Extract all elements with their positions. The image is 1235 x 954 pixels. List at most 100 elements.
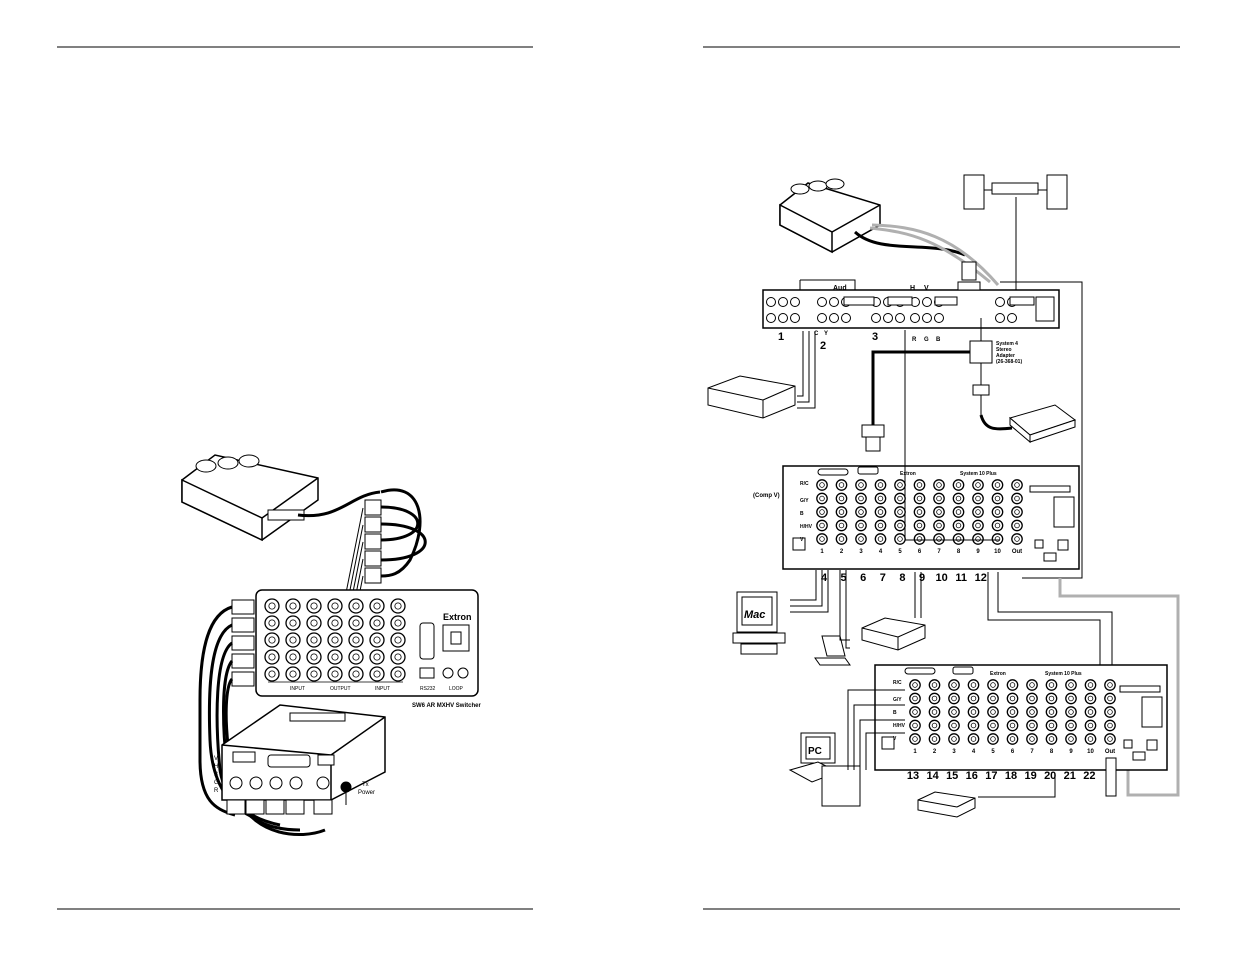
- switcher-bnc-grid: [264, 598, 406, 682]
- bnc-pin: [858, 522, 864, 529]
- interface-box: [221, 704, 386, 801]
- switcher2-brand: Extron: [990, 671, 1006, 677]
- bnc-pin: [310, 636, 318, 644]
- bnc-pin: [838, 536, 845, 542]
- mac-computer-icon: Mac: [732, 591, 786, 655]
- switcher1-col-label-0: 1: [820, 549, 824, 555]
- switcher-brand: Extron: [443, 612, 472, 622]
- bnc-pin: [912, 722, 918, 729]
- switcher2-col-label-3: 4: [972, 749, 976, 755]
- bnc-pin: [916, 522, 923, 529]
- switcher1-col-label-1: 2: [840, 549, 844, 555]
- bnc-pin: [289, 653, 297, 661]
- panel-loop-label: LOOP: [449, 686, 464, 692]
- input-number-7: 20: [1044, 770, 1056, 782]
- bnc-pin: [373, 636, 381, 644]
- bnc-pin: [912, 736, 918, 742]
- media-player-icon: [861, 617, 926, 651]
- switcher2-model: System 10 Plus: [1045, 671, 1082, 677]
- input-number-6: 10: [935, 572, 947, 584]
- port-connector: [766, 297, 776, 307]
- bnc-pin: [916, 482, 923, 488]
- vcr-icon: [707, 375, 796, 419]
- bnc-pin: [951, 695, 957, 702]
- bnc-pin: [289, 602, 297, 610]
- switcher2-col-label-9: 10: [1087, 749, 1094, 755]
- bnc-pin: [936, 482, 942, 488]
- panel-block: [934, 296, 958, 306]
- input-number-8: 21: [1064, 770, 1076, 782]
- bnc-pin: [331, 653, 339, 661]
- switcher2-col-label-2: 3: [952, 749, 956, 755]
- panel-rs232-label: RS232: [420, 686, 436, 692]
- system10-switcher-2: Extron System 10 Plus: [874, 664, 1168, 771]
- bnc-pin: [897, 522, 903, 529]
- port-connector: [922, 313, 932, 323]
- system10-switcher-1: Extron System 10 Plus: [782, 465, 1080, 570]
- bnc-pin: [352, 602, 360, 610]
- bnc-pin: [951, 709, 957, 715]
- bnc-pin: [1014, 522, 1020, 529]
- input-bnc-column: [231, 599, 255, 687]
- input-number-2: 2: [820, 340, 826, 352]
- switcher1-col-label-4: 5: [898, 549, 902, 555]
- port-connector: [934, 313, 944, 323]
- bnc-pin: [858, 509, 864, 515]
- bnc-pin: [1068, 709, 1074, 715]
- bnc-pin: [1068, 736, 1074, 742]
- bnc-pin: [1014, 495, 1020, 502]
- switcher-caption: SW6 AR MXHV Switcher: [412, 703, 481, 709]
- input-number-2: 15: [946, 770, 958, 782]
- port-connector: [790, 313, 800, 323]
- input-number-2: 6: [860, 572, 866, 584]
- bnc-pin: [331, 602, 339, 610]
- bnc-pin: [931, 722, 938, 729]
- bnc-pin: [1009, 722, 1016, 729]
- bnc-pin: [1087, 722, 1094, 729]
- input-number-1: 1: [778, 331, 784, 343]
- port-connector: [817, 297, 827, 307]
- disc-player-icon: [917, 791, 976, 818]
- bnc-pin: [970, 682, 977, 688]
- bnc-pin: [1014, 536, 1020, 542]
- switcher1-brand: Extron: [900, 471, 916, 477]
- bnc-pin: [975, 509, 981, 515]
- bnc-pin: [268, 602, 276, 610]
- bnc-pin: [955, 495, 962, 502]
- bnc-pin: [1009, 695, 1016, 702]
- bnc-pin: [1068, 682, 1074, 688]
- bnc-pin: [916, 509, 923, 515]
- bnc-pin: [877, 495, 884, 502]
- bnc-pin: [877, 536, 884, 542]
- bnc-pin: [994, 482, 1001, 488]
- panel-output-label: OUTPUT: [330, 686, 351, 692]
- input-number-8: 12: [975, 572, 987, 584]
- svg-text:V: V: [214, 756, 218, 762]
- bnc-pin: [931, 682, 938, 688]
- bnc-pin: [970, 736, 977, 742]
- bnc-pin: [819, 522, 825, 529]
- bnc-pin: [936, 495, 942, 502]
- bnc-pin: [373, 653, 381, 661]
- svg-text:R: R: [214, 788, 219, 794]
- bnc-pin: [975, 536, 981, 542]
- bnc-pin: [1048, 682, 1055, 688]
- switcher1-col-label-5: 6: [918, 549, 922, 555]
- bnc-pin: [289, 619, 297, 627]
- svg-text:G/Y: G/Y: [800, 498, 809, 504]
- bnc-pin: [858, 536, 864, 542]
- bnc-pin: [951, 682, 957, 688]
- stereo-adapter: System 4 Stereo Adapter (26-368-01): [969, 318, 1022, 415]
- bnc-pin: [936, 509, 942, 515]
- bnc-pin: [1029, 736, 1035, 742]
- input-number-3: 7: [880, 572, 886, 584]
- laptop-icon: [814, 635, 851, 666]
- b-label: B: [936, 337, 941, 343]
- bnc-pin: [994, 509, 1001, 515]
- bnc-pin: [955, 536, 962, 542]
- bnc-pin: [268, 670, 276, 678]
- bnc-pin: [310, 670, 318, 678]
- control-keypad: [979, 404, 1077, 444]
